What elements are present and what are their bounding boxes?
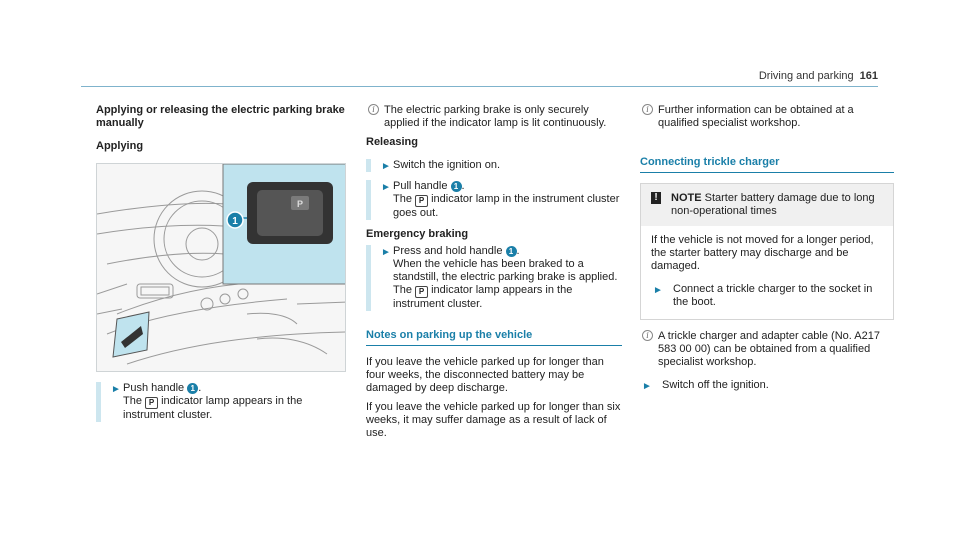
note-title: Starter battery damage due to long non-o… <box>671 192 875 217</box>
step-text: indicator lamp in the instrument cluster… <box>393 193 620 219</box>
column-1: Applying or releasing the electric parki… <box>96 104 346 430</box>
step-text: Pull handle <box>393 180 448 192</box>
step-text: . <box>198 382 202 394</box>
svg-text:1: 1 <box>232 216 238 227</box>
step-arrow-icon: ► <box>642 381 652 392</box>
paragraph-six-weeks: If you leave the vehicle parked up for l… <box>366 401 621 439</box>
step-text: indicator lamp appears in the instrument… <box>123 395 303 421</box>
section-title: Driving and parking <box>758 70 854 82</box>
paragraph-four-weeks: If you leave the vehicle parked up for l… <box>366 356 604 394</box>
step-text: indicator lamp appears in the instrument… <box>393 284 573 310</box>
step-text: When the vehicle has been braked to a st… <box>393 258 618 296</box>
info-icon: i <box>642 330 653 341</box>
notebox-header: ! NOTE Starter battery damage due to lon… <box>641 184 893 226</box>
note-body: If the vehicle is not moved for a longer… <box>651 234 874 272</box>
step-arrow-icon: ► <box>381 247 391 258</box>
info-icon: i <box>642 104 653 115</box>
emergency-step: ► Press and hold handle 1. When the vehi… <box>366 245 622 311</box>
info-icon: i <box>368 104 379 115</box>
step-arrow-icon: ► <box>653 285 663 296</box>
column-2: i The electric parking brake is only sec… <box>366 104 622 440</box>
step-text: . <box>516 245 520 257</box>
page-number: 161 <box>859 70 878 82</box>
step-text: The <box>393 193 412 205</box>
callout-1-icon: 1 <box>187 383 199 394</box>
release-step-1: ► Switch the ignition on. <box>366 159 622 172</box>
step-arrow-icon: ► <box>381 161 391 172</box>
parking-brake-lamp-icon: P <box>415 195 429 207</box>
step-arrow-icon: ► <box>381 182 391 193</box>
parking-brake-lamp-icon: P <box>145 397 159 409</box>
page-header: Driving and parking 161 <box>759 70 878 83</box>
note-text: Further information can be obtained at a… <box>658 104 854 129</box>
step-text: Push handle <box>123 382 185 394</box>
notebox-step: ► Connect a trickle charger to the socke… <box>651 283 883 309</box>
note-text: The electric parking brake is only secur… <box>384 104 607 129</box>
info-note: i The electric parking brake is only sec… <box>366 104 622 130</box>
apply-step: ► Push handle 1. The P indicator lamp ap… <box>96 382 346 422</box>
subheading-releasing: Releasing <box>366 136 418 148</box>
parking-brake-lamp-icon: P <box>415 286 429 298</box>
step-text: . <box>461 180 465 192</box>
callout-1-icon: 1 <box>505 246 517 257</box>
step-text: Switch the ignition on. <box>393 159 501 171</box>
subheading-applying: Applying <box>96 140 144 152</box>
trickle-charger-heading: Connecting trickle charger <box>640 156 894 173</box>
section-heading: Applying or releasing the electric parki… <box>96 104 345 129</box>
subheading-emergency: Emergency braking <box>366 228 469 240</box>
step-text: Switch off the ignition. <box>662 379 769 391</box>
parking-brake-illustration: P 1 <box>96 163 346 372</box>
header-rule <box>81 86 878 87</box>
info-note: i Further information can be obtained at… <box>640 104 894 130</box>
step-text: Press and hold handle <box>393 245 503 257</box>
notes-parking-heading: Notes on parking up the vehicle <box>366 329 622 346</box>
column-3: i Further information can be obtained at… <box>640 104 894 400</box>
step-text: Connect a trickle charger to the socket … <box>673 283 873 308</box>
note-text: A trickle charger and adapter cable (No.… <box>658 330 880 368</box>
warning-icon: ! <box>651 192 661 204</box>
release-step-2: ► Pull handle 1. The P indicator lamp in… <box>366 180 622 220</box>
svg-text:P: P <box>297 199 303 209</box>
note-label: NOTE <box>671 192 702 204</box>
callout-1-icon: 1 <box>450 181 462 192</box>
step-text: The <box>123 395 142 407</box>
warning-notebox: ! NOTE Starter battery damage due to lon… <box>640 183 894 320</box>
notebox-body: If the vehicle is not moved for a longer… <box>641 226 893 319</box>
info-note-adapter: i A trickle charger and adapter cable (N… <box>640 330 894 369</box>
dashboard-drawing: P 1 <box>97 164 345 365</box>
final-step: ► Switch off the ignition. <box>640 379 894 392</box>
step-arrow-icon: ► <box>111 384 121 395</box>
